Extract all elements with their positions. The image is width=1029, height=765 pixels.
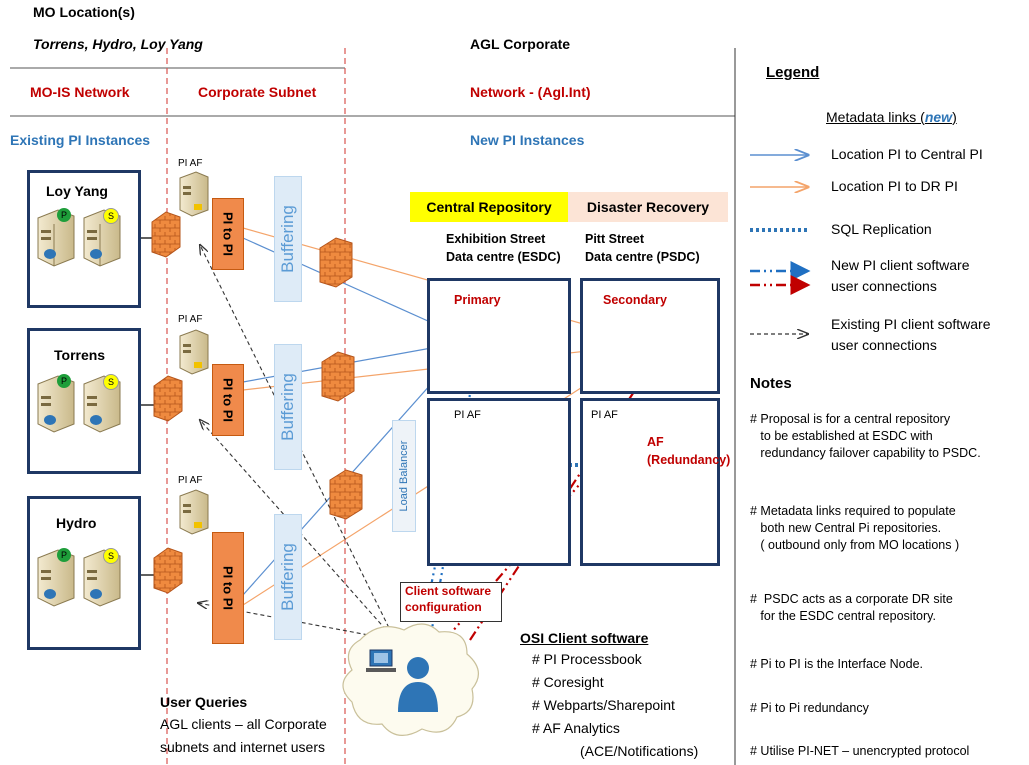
new-instances-label: New PI Instances xyxy=(470,132,585,148)
dr-site-label: Pitt Street xyxy=(585,232,645,246)
pi-af-label: PI AF xyxy=(591,409,618,421)
user-queries-line1: AGL clients – all Corporate xyxy=(160,716,327,732)
note-line: # Metadata links required to populate xyxy=(750,504,956,518)
legend-metadata-header: Metadata links (new) xyxy=(826,109,957,125)
legend-item-label2: user connections xyxy=(831,278,937,294)
user-cloud xyxy=(342,623,479,736)
legend-metadata-prefix: Metadata links ( xyxy=(826,109,925,125)
note-line: both new Central Pi repositories. xyxy=(750,520,942,535)
client-config-line2: configuration xyxy=(405,600,482,614)
legend-item-label: Existing PI client software xyxy=(831,316,991,332)
computer-icon xyxy=(366,649,396,672)
pi-af-label: PI AF xyxy=(178,475,203,486)
pi-to-pi-label: PI to PI xyxy=(220,565,236,611)
dr-secondary-box: Secondary xyxy=(580,278,720,394)
note-line: redundancy failover capability to PSDC. xyxy=(750,445,981,460)
user-queries-line2: subnets and internet users xyxy=(160,739,325,755)
legend-item-label: Location PI to DR PI xyxy=(831,178,958,194)
note-item: # Pi to Pi redundancy xyxy=(750,700,869,717)
legend-title: Legend xyxy=(766,64,820,81)
dr-pi-af-box: PI AF AF (Redundancy) xyxy=(580,398,730,566)
network-label: Network - (Agl.Int) xyxy=(470,84,591,100)
notes-title: Notes xyxy=(750,375,792,392)
secondary-badge: S xyxy=(103,374,119,390)
existing-instances-label: Existing PI Instances xyxy=(10,132,151,148)
legend-metadata-suffix: ) xyxy=(952,109,957,125)
agl-corporate-label: AGL Corporate xyxy=(470,36,571,52)
primary-badge: P xyxy=(57,548,71,562)
note-line: for the ESDC central repository. xyxy=(750,608,936,623)
client-config-box: Client software configuration xyxy=(400,582,502,622)
site-name: Loy Yang xyxy=(46,183,108,199)
site-name: Hydro xyxy=(56,515,97,531)
osi-client-title: OSI Client software xyxy=(520,630,649,646)
buffering-box: Buffering xyxy=(274,344,302,470)
osi-client-item: # Coresight xyxy=(532,674,604,690)
central-pi-af-box: PI AF xyxy=(427,398,571,566)
note-item: # Utilise PI-NET – unencrypted protocol xyxy=(750,743,969,760)
load-balancer: Load Balancer xyxy=(392,420,416,532)
site-torrens: Torrens xyxy=(27,328,141,474)
note-line: # Utilise PI-NET – unencrypted protocol xyxy=(750,744,970,758)
legend-item-label: New PI client software xyxy=(831,257,970,273)
central-repository-title: Central Repository xyxy=(410,192,568,222)
primary-label: Primary xyxy=(454,293,501,307)
mo-is-network-label: MO-IS Network xyxy=(30,84,130,100)
pi-to-pi-node: PI to PI xyxy=(212,364,244,436)
legend-metadata-new: new xyxy=(924,109,953,125)
primary-badge: P xyxy=(57,374,71,388)
central-site-label: Exhibition Street xyxy=(446,232,546,246)
secondary-label: Secondary xyxy=(603,293,667,307)
legend-lines xyxy=(750,155,811,334)
site-hydro: Hydro xyxy=(27,496,141,650)
pi-to-pi-label: PI to PI xyxy=(220,211,236,257)
pi-af-label: PI AF xyxy=(178,158,203,169)
af-label: AF xyxy=(647,435,664,449)
central-dc-label: Data centre (ESDC) xyxy=(446,250,561,264)
buffering-label: Buffering xyxy=(278,205,297,273)
note-line: to be established at ESDC with xyxy=(750,428,933,443)
central-primary-box: Primary xyxy=(427,278,571,394)
buffering-label: Buffering xyxy=(278,373,297,441)
osi-client-sub: (ACE/Notifications) xyxy=(580,743,699,759)
primary-badge: P xyxy=(57,208,71,222)
note-item: # Proposal is for a central repository t… xyxy=(750,411,981,462)
legend-item-label: Location PI to Central PI xyxy=(831,146,983,162)
note-item: # Pi to PI is the Interface Node. xyxy=(750,656,923,673)
pi-af-label: PI AF xyxy=(454,409,481,421)
disaster-recovery-title: Disaster Recovery xyxy=(568,192,728,222)
user-queries-title: User Queries xyxy=(160,694,248,710)
osi-client-item: # AF Analytics xyxy=(532,720,620,736)
note-line: # Pi to Pi redundancy xyxy=(750,701,869,715)
note-item: # PSDC acts as a corporate DR site for t… xyxy=(750,591,953,625)
mo-location-title: MO Location(s) xyxy=(33,4,135,20)
buffering-label: Buffering xyxy=(278,543,297,611)
af-redundancy-label: (Redundancy) xyxy=(647,453,731,467)
site-loy-yang: Loy Yang xyxy=(27,170,141,308)
note-item: # Metadata links required to populate bo… xyxy=(750,503,959,554)
secondary-badge: S xyxy=(103,548,119,564)
note-line: # Proposal is for a central repository xyxy=(750,412,951,426)
osi-client-item: # PI Processbook xyxy=(532,651,642,667)
load-balancer-label: Load Balancer xyxy=(398,440,410,512)
pi-to-pi-node: PI to PI xyxy=(212,198,244,270)
secondary-badge: S xyxy=(103,208,119,224)
note-line: # Pi to PI is the Interface Node. xyxy=(750,657,924,671)
corporate-subnet-label: Corporate Subnet xyxy=(198,84,317,100)
buffering-box: Buffering xyxy=(274,176,302,302)
legend-item-label2: user connections xyxy=(831,337,937,353)
pi-af-label: PI AF xyxy=(178,314,203,325)
note-line: # PSDC acts as a corporate DR site xyxy=(750,592,953,606)
user-icon xyxy=(398,657,438,712)
dr-dc-label: Data centre (PSDC) xyxy=(585,250,700,264)
pi-to-pi-node: PI to PI xyxy=(212,532,244,644)
site-name: Torrens xyxy=(54,347,106,363)
note-line: ( outbound only from MO locations ) xyxy=(750,537,960,552)
mo-sites-label: Torrens, Hydro, Loy Yang xyxy=(33,36,203,52)
osi-client-item: # Webparts/Sharepoint xyxy=(532,697,675,713)
pi-to-pi-label: PI to PI xyxy=(220,377,236,423)
client-config-line1: Client software xyxy=(405,584,492,598)
legend-item-label: SQL Replication xyxy=(831,221,932,237)
buffering-box: Buffering xyxy=(274,514,302,640)
